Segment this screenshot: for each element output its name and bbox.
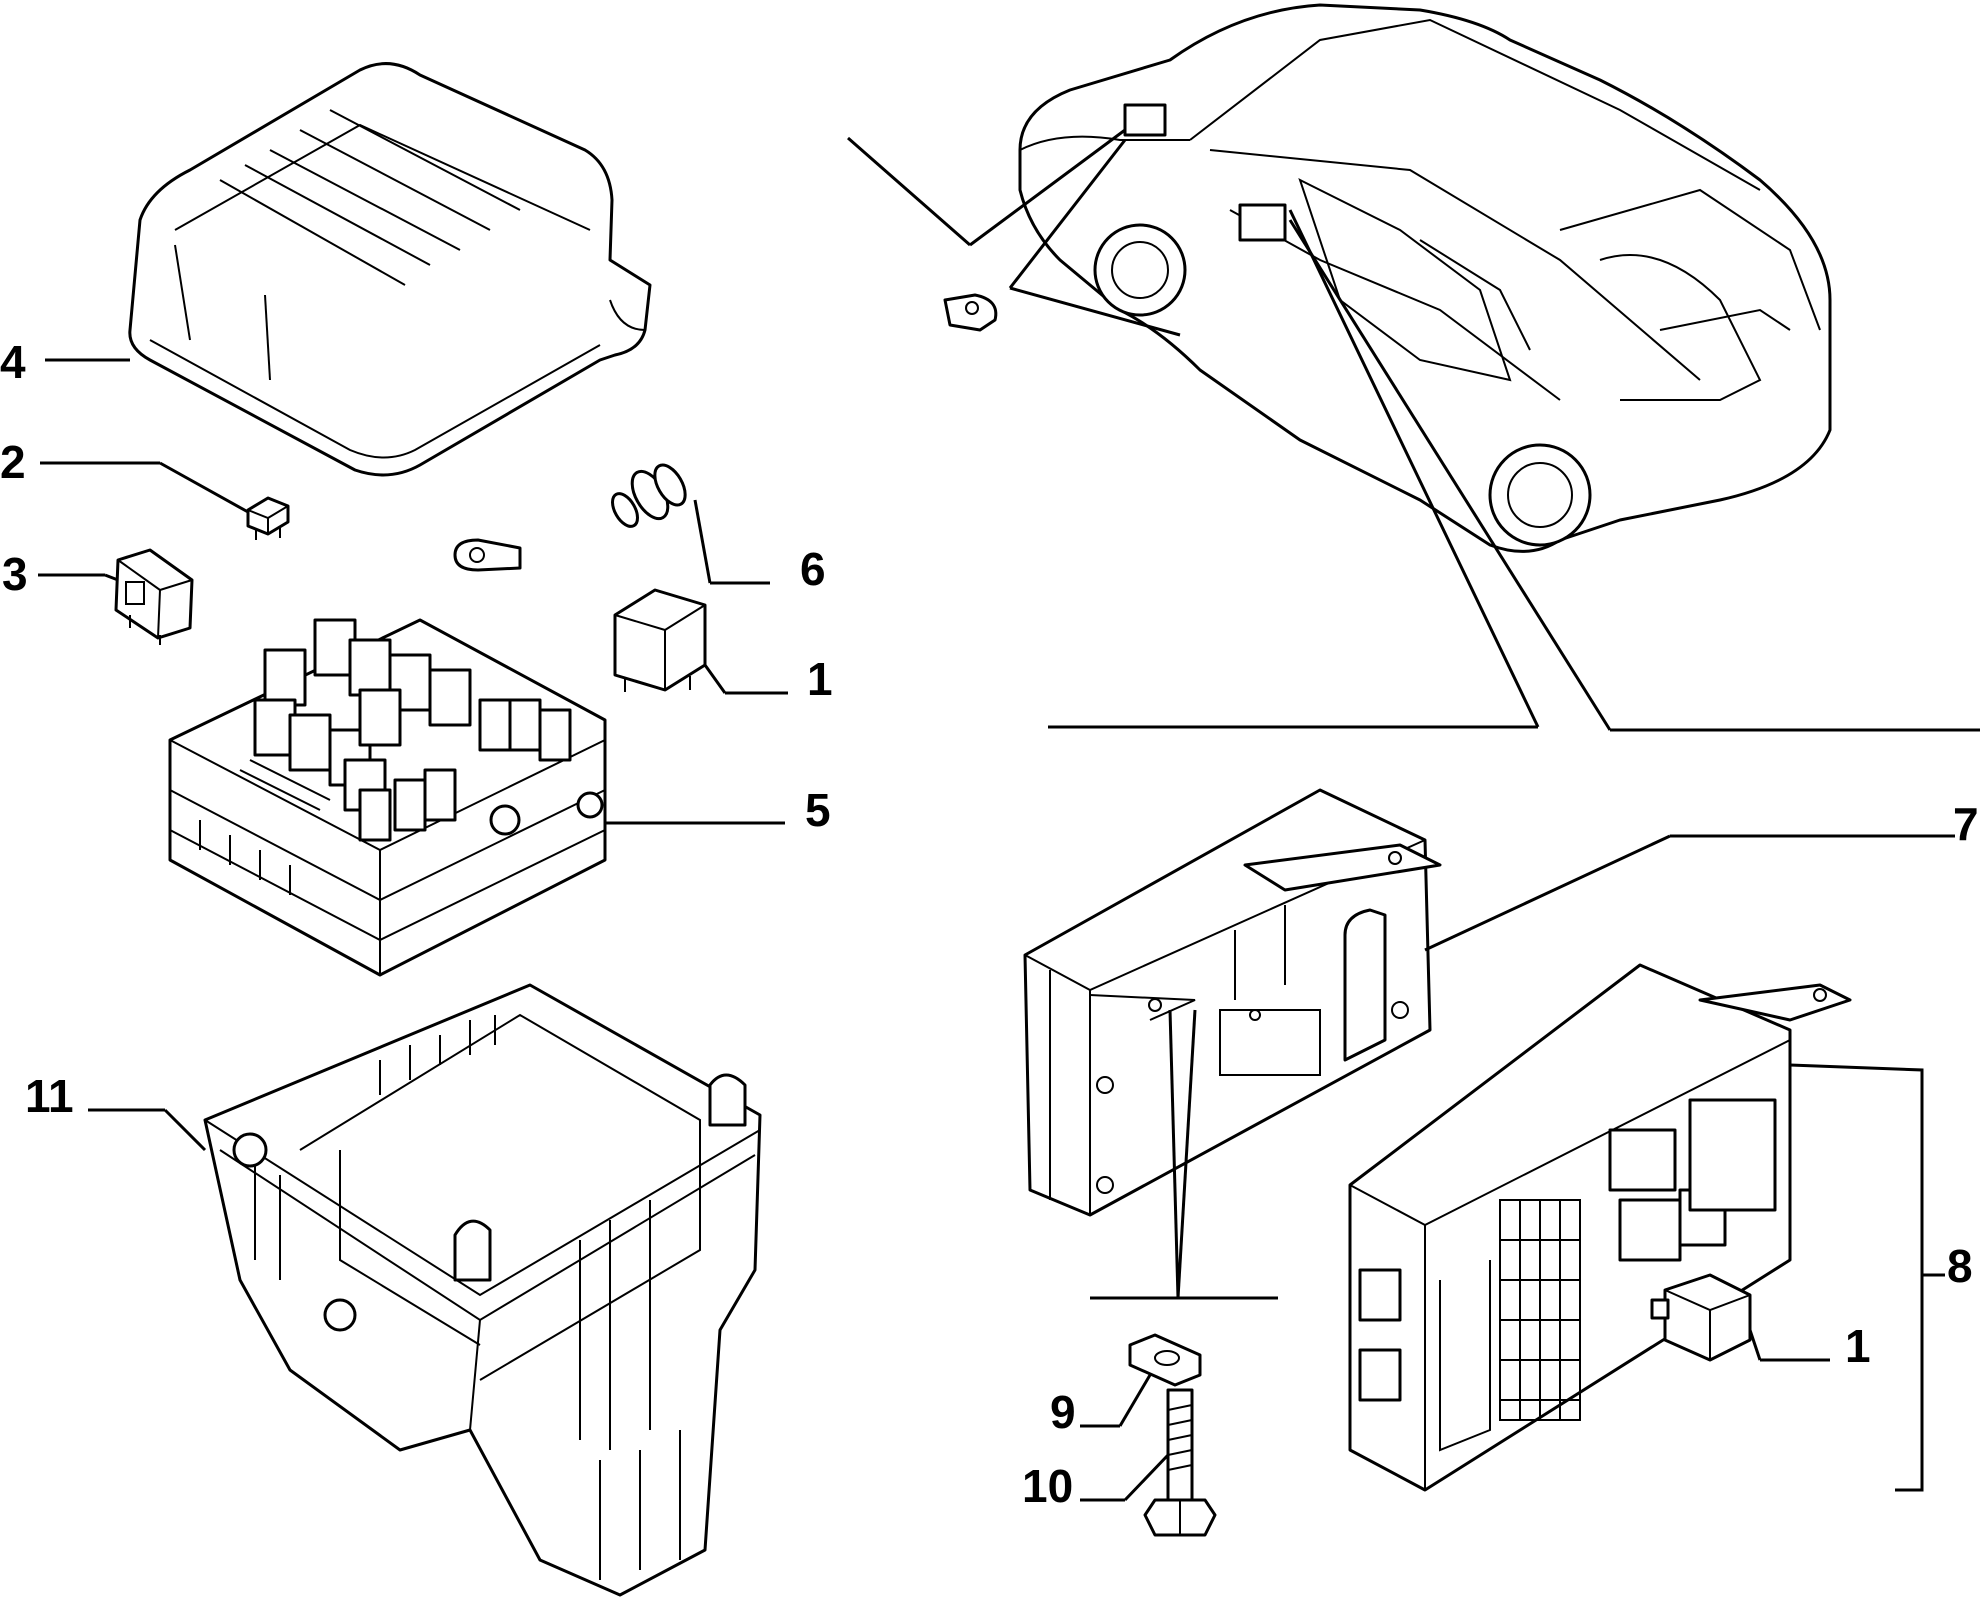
callout-10: 10 [1022,1460,1073,1512]
leader-lines [38,128,1980,1502]
callout-3: 3 [2,548,28,600]
callout-4: 4 [0,336,26,388]
callout-7: 7 [1953,798,1979,850]
body-computer-module-illustration [1023,788,1442,1217]
callout-11: 11 [25,1070,74,1122]
callout-5: 5 [805,784,831,836]
bolt-illustration [1143,1388,1217,1537]
fuse-relay-box-illustration [168,618,607,977]
callout-2: 2 [0,436,26,488]
ground-cable-illustration [453,292,998,572]
interior-fuse-box-illustration [1348,963,1852,1492]
car-location-illustration [1018,3,1832,553]
relay-upper-illustration [613,588,707,692]
callout-1-upper: 1 [807,653,833,705]
callout-labels: 4 2 3 6 1 5 7 11 8 1 9 10 [0,336,1979,1512]
callout-9: 9 [1050,1386,1076,1438]
maxi-fuse-illustration [114,548,194,645]
relay-lower-illustration [1650,1273,1752,1362]
callout-1-lower: 1 [1845,1320,1871,1372]
mini-fuse-illustration [246,496,290,540]
fuse-box-cover-illustration [128,62,652,477]
clip-nut-illustration [1128,1333,1202,1387]
callout-6: 6 [800,543,826,595]
callout-8: 8 [1947,1240,1973,1292]
fuse-box-housing-illustration [203,983,762,1597]
